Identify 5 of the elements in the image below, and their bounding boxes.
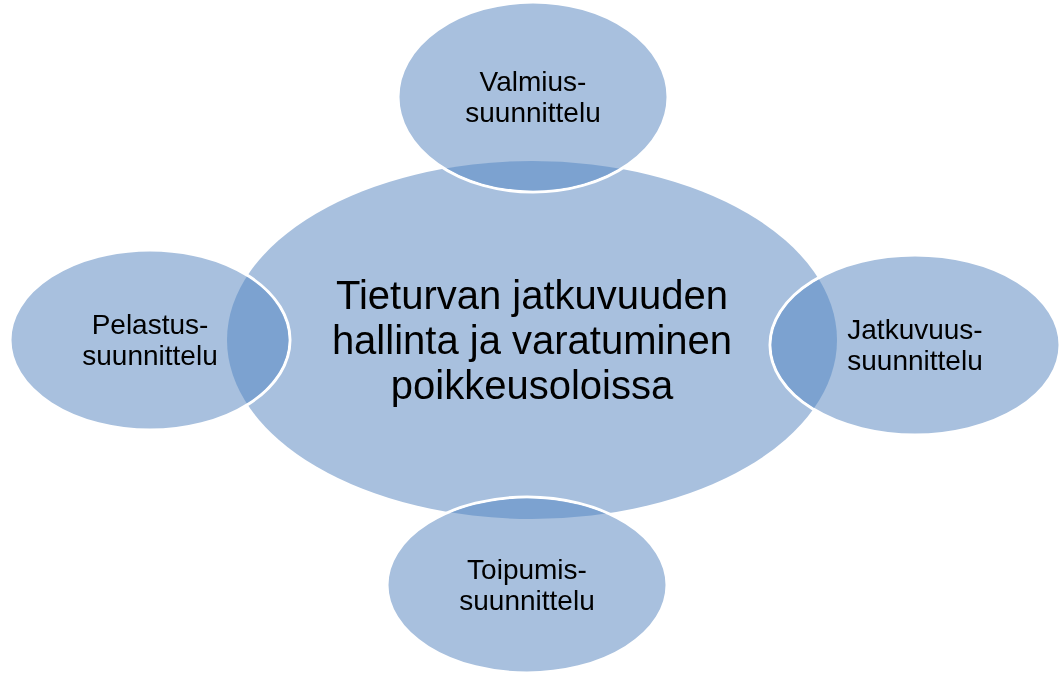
node-label: Jatkuvuus- suunnittelu [846, 313, 984, 377]
node-label: Valmius- suunnittelu [464, 65, 602, 129]
node-label: Pelastus- suunnittelu [81, 308, 219, 372]
node-label: Toipumis- suunnittelu [458, 553, 596, 617]
node-label: Tieturvan jatkuvuuden hallinta ja varatuminen poikkeusoloissa [330, 272, 734, 408]
